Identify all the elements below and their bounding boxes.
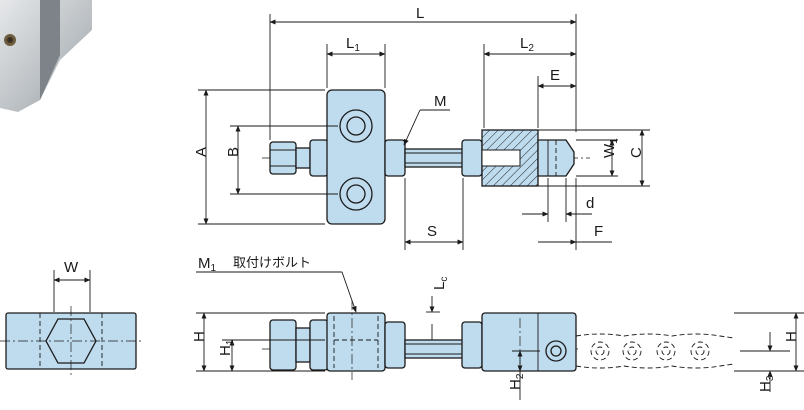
dim-H3: H3 xyxy=(757,375,776,392)
side-dimensions: M1 取付けボルト Lc H H1 H2 H H3 xyxy=(191,255,804,400)
top-view xyxy=(262,89,590,225)
dim-M: M xyxy=(434,93,447,110)
dim-W: W xyxy=(64,259,79,276)
dim-Lc: Lc xyxy=(431,277,450,290)
dim-H2: H2 xyxy=(507,373,526,390)
dim-F: F xyxy=(594,223,603,240)
dim-E: E xyxy=(550,67,560,84)
side-view xyxy=(262,300,735,380)
dim-H-right: H xyxy=(783,331,800,342)
dim-A: A xyxy=(193,147,210,157)
dim-W1: W1 xyxy=(601,138,620,158)
dim-L1: L1 xyxy=(346,35,360,54)
tension-block-side xyxy=(481,312,577,372)
top-dimensions: L L1 L2 E M A B C W1 xyxy=(193,5,650,250)
dim-L2: L2 xyxy=(520,35,534,54)
dim-S: S xyxy=(427,223,437,240)
dim-H: H xyxy=(191,331,208,342)
end-view: W xyxy=(0,259,144,378)
dim-L: L xyxy=(416,5,424,22)
dim-d: d xyxy=(586,195,594,212)
product-photo xyxy=(0,0,92,112)
main-block-side xyxy=(326,312,386,372)
label-M1: M1 xyxy=(198,255,217,274)
chain xyxy=(575,333,735,369)
threaded-rod xyxy=(404,148,464,168)
dim-C: C xyxy=(628,147,645,158)
dim-B: B xyxy=(225,147,242,157)
label-mount-bolt: 取付けボルト xyxy=(233,256,311,271)
dim-H1: H1 xyxy=(217,339,236,356)
